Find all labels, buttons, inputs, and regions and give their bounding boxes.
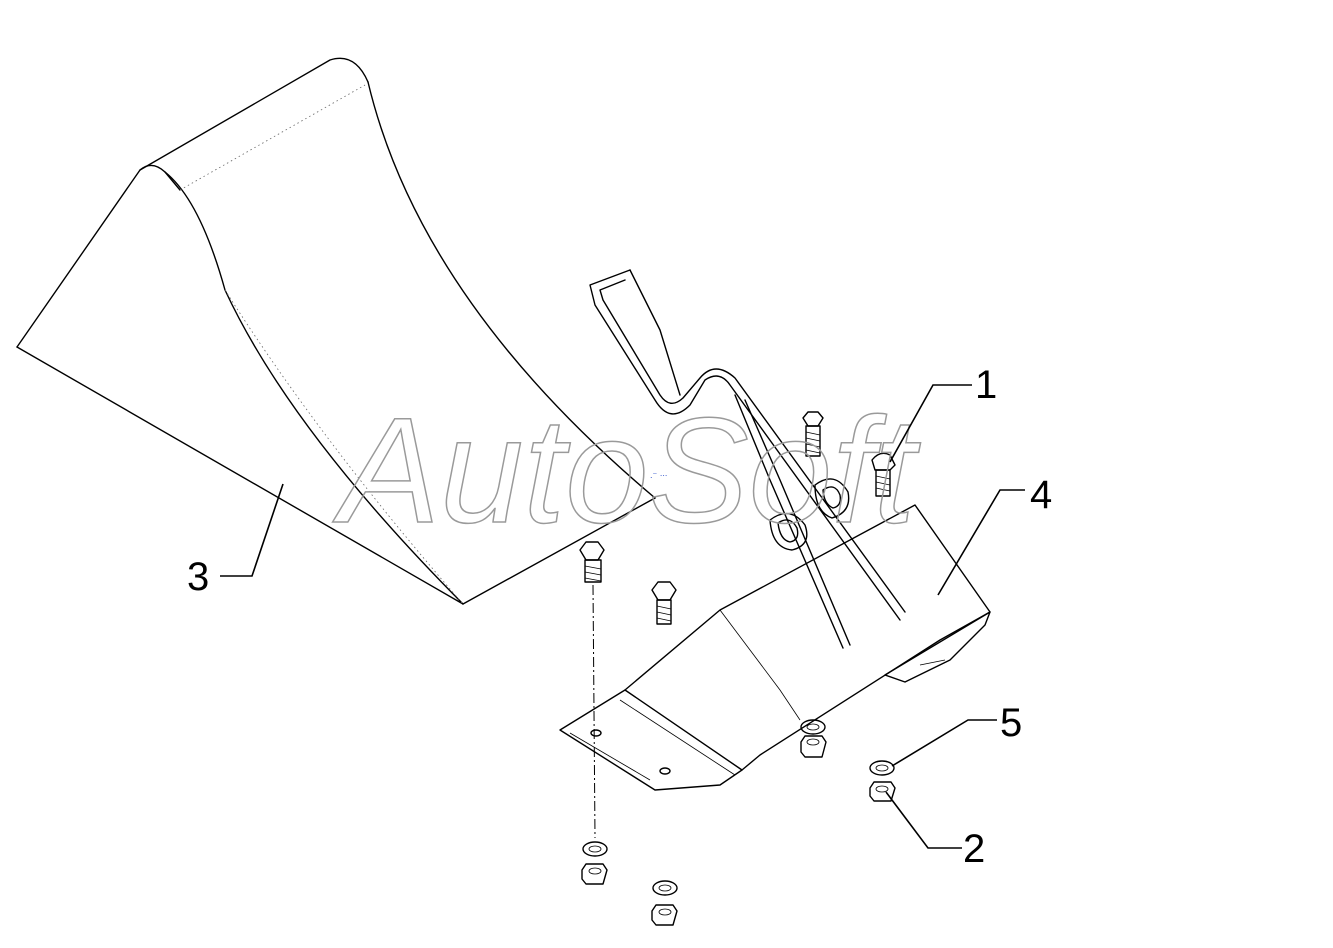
leader-line-5	[891, 719, 997, 767]
part-3-wheel-chock	[16, 57, 656, 605]
watermark-text: AutoSoft	[332, 386, 921, 554]
bolt-upper	[802, 411, 824, 457]
leader-line-1	[889, 384, 972, 463]
washer-nut-stack-right	[869, 760, 896, 802]
leader-line-4	[937, 489, 1025, 596]
callout-3: 3	[187, 555, 209, 599]
leader-line-2	[885, 791, 962, 849]
bolt-axis-line	[592, 584, 596, 839]
part-4-chock-bracket: .⁻ ∙∙∙	[559, 269, 991, 791]
callout-5: 5	[1000, 701, 1022, 745]
svg-text:.⁻ ∙∙∙: .⁻ ∙∙∙	[650, 470, 667, 480]
bolt-left-long	[579, 541, 605, 583]
washer-nut-stack-bottom	[651, 880, 678, 926]
washer-nut-stack-center	[800, 719, 827, 758]
callout-4: 4	[1030, 473, 1052, 517]
leader-line-3	[220, 483, 284, 577]
callout-2: 2	[963, 827, 985, 871]
bolt-middle	[651, 581, 677, 625]
callout-1: 1	[975, 363, 997, 407]
washer-nut-stack-lower-left	[581, 841, 608, 885]
bolt-part-1	[871, 452, 896, 497]
